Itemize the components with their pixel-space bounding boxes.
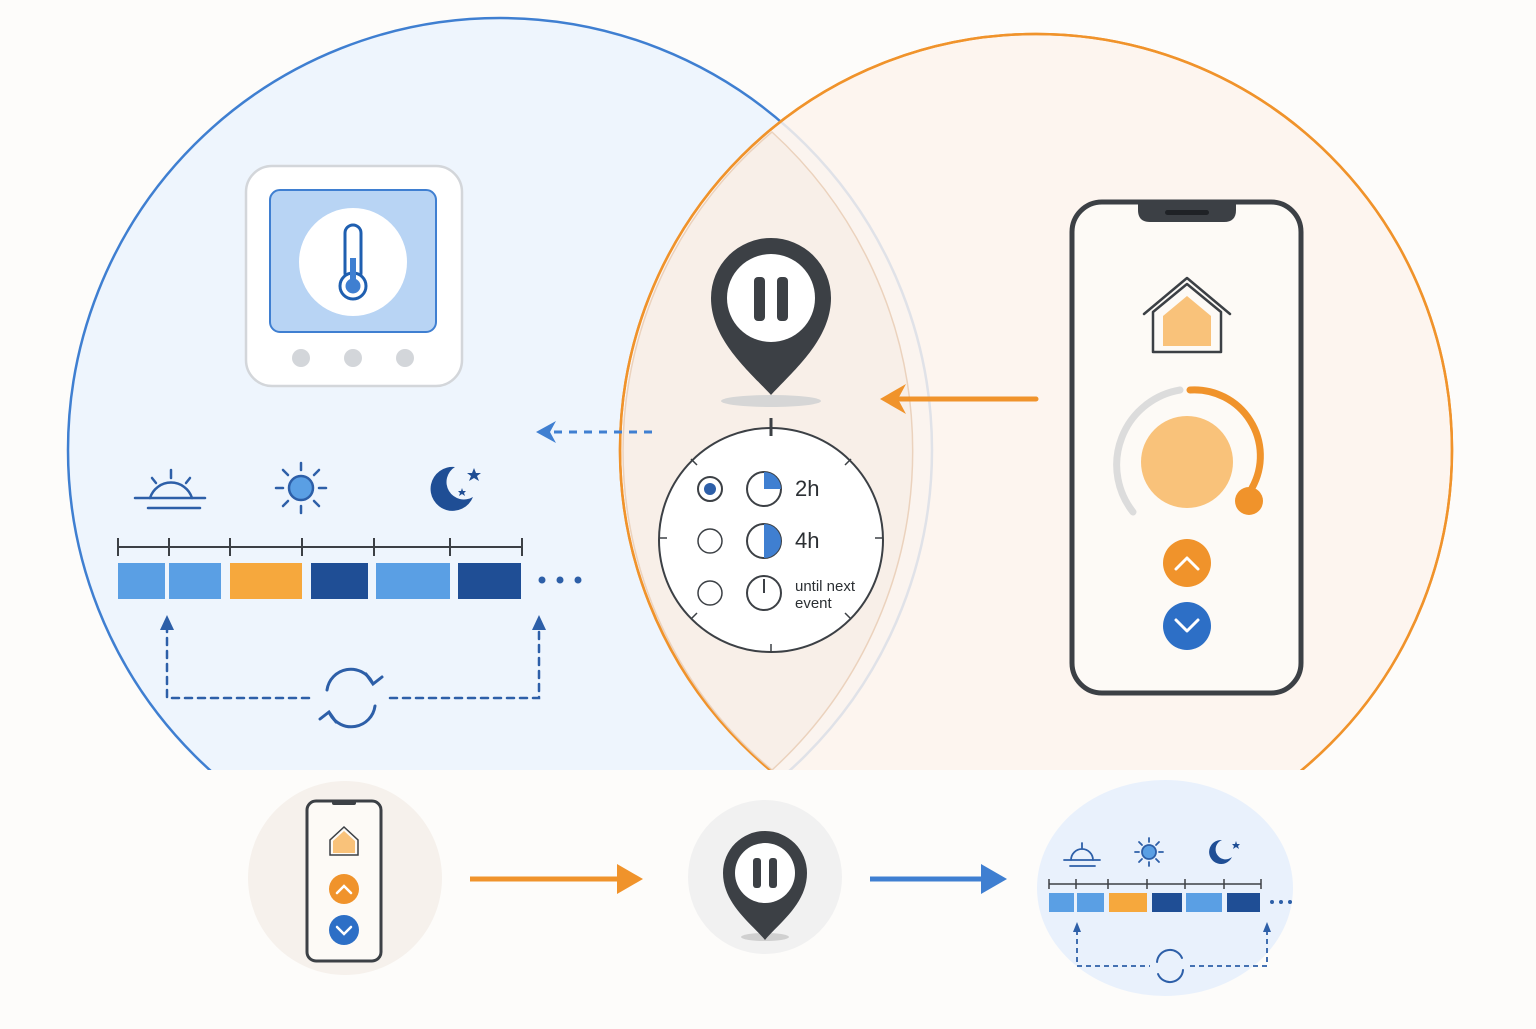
ellipsis-dots — [538, 576, 582, 584]
home-icon — [1142, 276, 1232, 354]
temperature-dial[interactable] — [1113, 386, 1264, 516]
schedule-block — [230, 563, 302, 599]
hold-option-next-event[interactable] — [697, 575, 782, 611]
thermostat-button-3[interactable] — [396, 349, 414, 367]
override-circle-edge — [618, 32, 1454, 770]
hold-option-next-event-label: until next event — [795, 578, 856, 612]
ellipsis-dots — [1270, 900, 1292, 904]
flow-arrowhead-2 — [981, 864, 1007, 894]
resume-arrowhead — [536, 421, 556, 443]
sunrise-icon — [1063, 842, 1101, 867]
hold-option-2h-label: 2h — [795, 476, 820, 501]
schedule-block — [169, 563, 221, 599]
flow-step-schedule — [1037, 780, 1293, 996]
thermostat-device — [244, 164, 464, 388]
pause-pin-icon — [723, 831, 807, 940]
schedule-block — [311, 563, 368, 599]
thermometer-icon — [338, 223, 368, 301]
repeat-icon — [318, 667, 384, 729]
flow-step-phone — [248, 781, 442, 975]
chevron-up-icon — [1174, 556, 1200, 571]
hold-option-4h[interactable] — [697, 523, 782, 559]
override-arrowhead — [880, 384, 906, 414]
schedule-block — [458, 563, 521, 599]
repeat-loop — [165, 623, 541, 700]
hold-option-4h-label: 4h — [795, 528, 820, 553]
thermostat-button-2[interactable] — [344, 349, 362, 367]
schedule-block — [118, 563, 165, 599]
sun-icon — [1134, 837, 1164, 867]
chevron-down-icon — [335, 925, 353, 936]
chevron-up-icon — [335, 884, 353, 895]
schedule-block — [1227, 893, 1260, 912]
radio-next-event[interactable] — [697, 580, 723, 606]
thermostat-button-1[interactable] — [292, 349, 310, 367]
pause-pin-icon — [711, 238, 831, 407]
dial-handle[interactable] — [1235, 487, 1263, 515]
radio-4h[interactable] — [697, 528, 723, 554]
sunrise-icon — [133, 468, 207, 510]
repeat-icon — [1156, 948, 1184, 984]
chevron-down-icon — [1174, 618, 1200, 633]
home-icon — [329, 825, 359, 856]
schedule-block — [1109, 893, 1147, 912]
temp-up-button[interactable] — [1163, 539, 1211, 587]
schedule-block — [1152, 893, 1182, 912]
schedule-block — [1049, 893, 1074, 912]
flow-arrowhead-1 — [617, 864, 643, 894]
schedule-block — [1077, 893, 1104, 912]
repeat-arrowheads — [160, 615, 546, 630]
schedule-blocks — [118, 563, 521, 599]
hold-option-2h[interactable] — [697, 471, 782, 507]
sun-icon — [274, 461, 328, 515]
flow-step-pause — [688, 800, 842, 954]
schedule-block — [1186, 893, 1222, 912]
temp-down-button[interactable] — [1163, 602, 1211, 650]
phone-device — [1069, 199, 1304, 696]
schedule-timeline — [1048, 879, 1262, 889]
schedule-block — [376, 563, 450, 599]
schedule-timeline — [117, 538, 523, 556]
moon-stars-icon — [1209, 839, 1240, 864]
moon-stars-icon — [430, 466, 481, 511]
